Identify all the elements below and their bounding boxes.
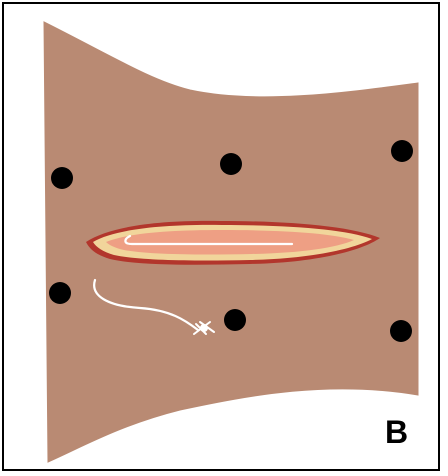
panel-label: B [385,416,408,448]
panel-border [2,2,440,471]
